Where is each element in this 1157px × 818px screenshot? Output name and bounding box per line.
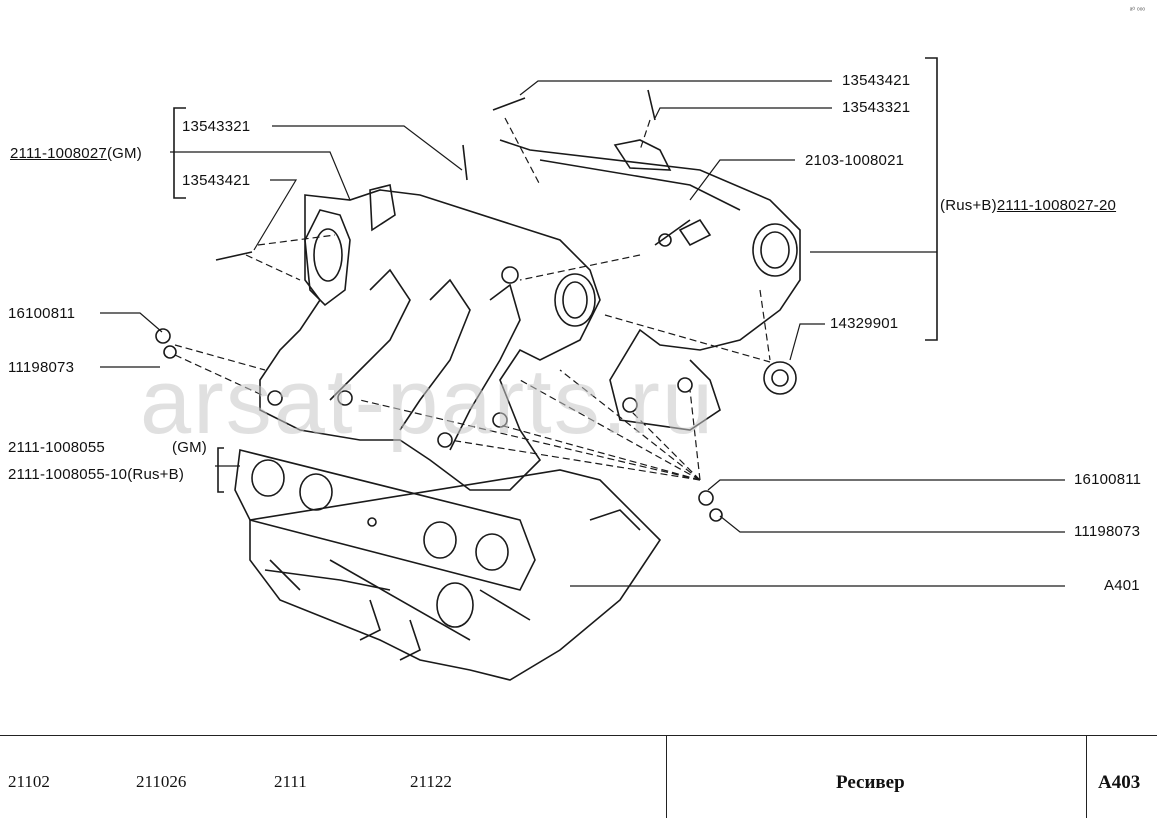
part-label[interactable]: 11198073 <box>1074 523 1141 540</box>
part-label-gm-manifold[interactable]: 2111-1008027(GM) <box>10 145 142 162</box>
part-variant: (GM) <box>106 145 142 162</box>
part-label-rusb-manifold[interactable]: (Rus+B)2111-1008027-20 <box>940 197 1116 214</box>
model-number: 21102 <box>8 772 50 791</box>
page-code: A403 <box>1098 772 1141 793</box>
part-label[interactable]: 2111-1008055-10(Rus+B) <box>8 466 185 483</box>
part-code: 2111-1008027 <box>10 145 107 162</box>
assembly-lines <box>174 117 771 481</box>
part-label[interactable]: 14329901 <box>830 315 899 332</box>
part-code: 2111-1008027-20 <box>996 197 1117 214</box>
model-number: 2111 <box>274 772 307 791</box>
footer-divider <box>666 736 667 818</box>
bracket-right <box>925 57 938 341</box>
part-variant: (Rus+B) <box>940 197 997 214</box>
leader-lines <box>100 80 1065 587</box>
bracket-gasket <box>217 447 224 493</box>
part-label[interactable]: 11198073 <box>8 359 75 376</box>
footer-bar: 21102 211026 2111 21122 Ресивер A403 <box>0 735 1157 818</box>
page-title: Ресивер <box>836 772 905 793</box>
cylinder-head <box>249 469 662 681</box>
parts-diagram: arsat-parts.ru ᵃ⁰ ᵒᵒᵒ 13543421 13543321 … <box>8 7 1145 681</box>
footer-divider <box>1086 736 1087 818</box>
model-number: 211026 <box>136 772 187 791</box>
part-variant: (GM) <box>172 439 207 456</box>
part-label[interactable]: 13543321 <box>842 99 911 116</box>
part-label[interactable]: 13543421 <box>182 172 251 189</box>
fasteners <box>155 89 723 522</box>
part-label[interactable]: 16100811 <box>1074 471 1142 488</box>
part-label[interactable]: 2103-1008021 <box>805 152 905 169</box>
part-label[interactable]: 2111-1008055 <box>8 439 105 456</box>
corner-mark: ᵃ⁰ ᵒᵒᵒ <box>1129 7 1145 14</box>
manifold-rear <box>499 139 801 431</box>
part-label[interactable]: 13543321 <box>182 118 251 135</box>
model-number: 21122 <box>410 772 452 791</box>
part-label[interactable]: 13543421 <box>842 72 911 89</box>
part-label[interactable]: 16100811 <box>8 305 76 322</box>
bracket-left <box>173 107 186 199</box>
intake-manifold-drawing <box>100 57 1065 681</box>
watermark: arsat-parts.ru <box>140 351 716 453</box>
part-label[interactable]: A401 <box>1104 577 1140 594</box>
